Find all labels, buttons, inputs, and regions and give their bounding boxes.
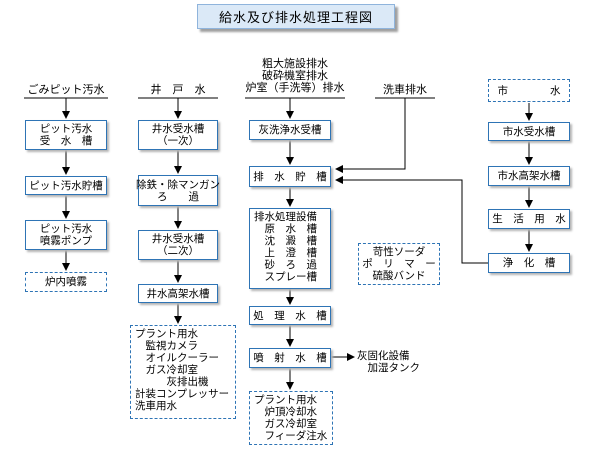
- header-carwash-drainage: 洗車排水: [383, 83, 427, 96]
- header-pit-wastewater: ごみピット汚水: [27, 83, 105, 96]
- well-receiving-tank-1: 井水受水槽 （一次）: [138, 120, 218, 150]
- wastewater-treatment-facility: 排水処理設備 原 水 槽 沈 澱 槽 上 澄 槽 砂 ろ 過 スプレー槽: [249, 208, 331, 289]
- arrow-purify-to-storage: [335, 176, 488, 264]
- domestic-water: 生 活 用 水: [488, 209, 570, 229]
- spray-water-tank: 噴 射 水 槽: [249, 348, 331, 368]
- ash-solidification-humidifier: 灰固化設備 加湿タンク: [357, 350, 420, 374]
- source-city-water: 市 水: [488, 79, 570, 102]
- pit-spray-pump: ピット汚水 噴霧ポンプ: [25, 220, 107, 250]
- furnace-spray: 炉内噴霧: [25, 272, 107, 292]
- header-well-water: 井 戸 水: [150, 83, 206, 96]
- purification-tank: 浄 化 槽: [488, 253, 570, 273]
- diagram-title: 給水及び排水処理工程図: [197, 4, 395, 29]
- header-facility-drainage: 粗大施設排水 破砕機室排水 炉室（手洗等）排水: [245, 57, 345, 94]
- treated-water-tank: 処 理 水 槽: [249, 306, 331, 325]
- ash-wash-receiving-tank: 灰洗浄水受槽: [249, 120, 331, 140]
- pit-storage-tank: ピット汚水貯槽: [25, 176, 107, 195]
- iron-manganese-filter: 除鉄・除マンガン ろ 過: [136, 175, 220, 206]
- city-elevated-tank: 市水高架水槽: [488, 166, 570, 186]
- pit-receiving-tank: ピット汚水 受 水 槽: [25, 120, 107, 150]
- wastewater-storage-tank: 排 水 貯 槽: [249, 166, 331, 187]
- well-receiving-tank-2: 井水受水槽 （二次）: [138, 230, 218, 260]
- well-elevated-tank: 井水高架水槽: [138, 284, 218, 303]
- arrow-carwash-to-storage: [335, 98, 406, 173]
- city-receiving-tank: 市水受水槽: [488, 122, 570, 141]
- well-plant-water-uses: プラント用水 監視カメラ オイルクーラー ガス冷却室 灰排出機 計装コンプレッサ…: [130, 325, 236, 419]
- treatment-chemicals: 苛性ソーダ ポ リ マ ー 硫酸バンド: [358, 243, 440, 285]
- treated-plant-water-uses: プラント用水 炉頂冷却水 ガス冷却室 フィーダ注水: [249, 391, 333, 445]
